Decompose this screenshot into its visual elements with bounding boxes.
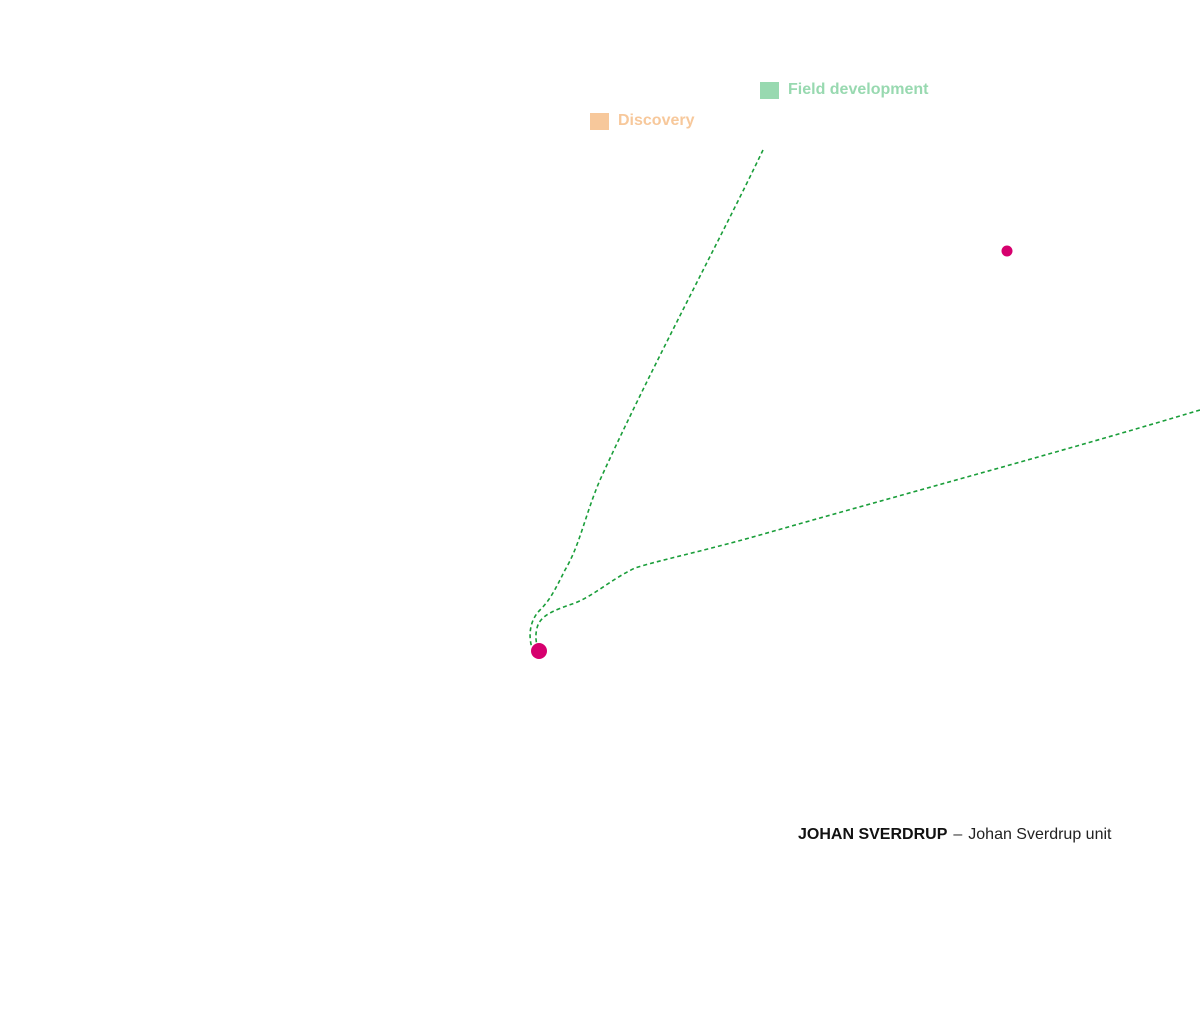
caption-subtitle: Johan Sverdrup unit — [968, 826, 1112, 843]
legend-swatch-field-development-icon — [760, 81, 779, 99]
legend-item-discovery: Discovery — [590, 112, 695, 130]
legend-label-discovery: Discovery — [618, 112, 695, 129]
pipeline-route-north — [529, 149, 764, 649]
field-marker-secondary[interactable] — [1001, 245, 1013, 257]
field-marker-johan-sverdrup[interactable] — [531, 643, 547, 659]
legend-swatch-discovery-icon — [590, 112, 609, 130]
legend-label-field-development: Field development — [788, 81, 929, 98]
caption-separator: – — [953, 826, 963, 843]
caption-title: JOHAN SVERDRUP — [798, 826, 948, 843]
field-caption: JOHAN SVERDRUP–Johan Sverdrup unit — [798, 826, 1111, 844]
pipeline-route-east — [535, 409, 1200, 651]
legend-item-field-development: Field development — [760, 81, 928, 99]
